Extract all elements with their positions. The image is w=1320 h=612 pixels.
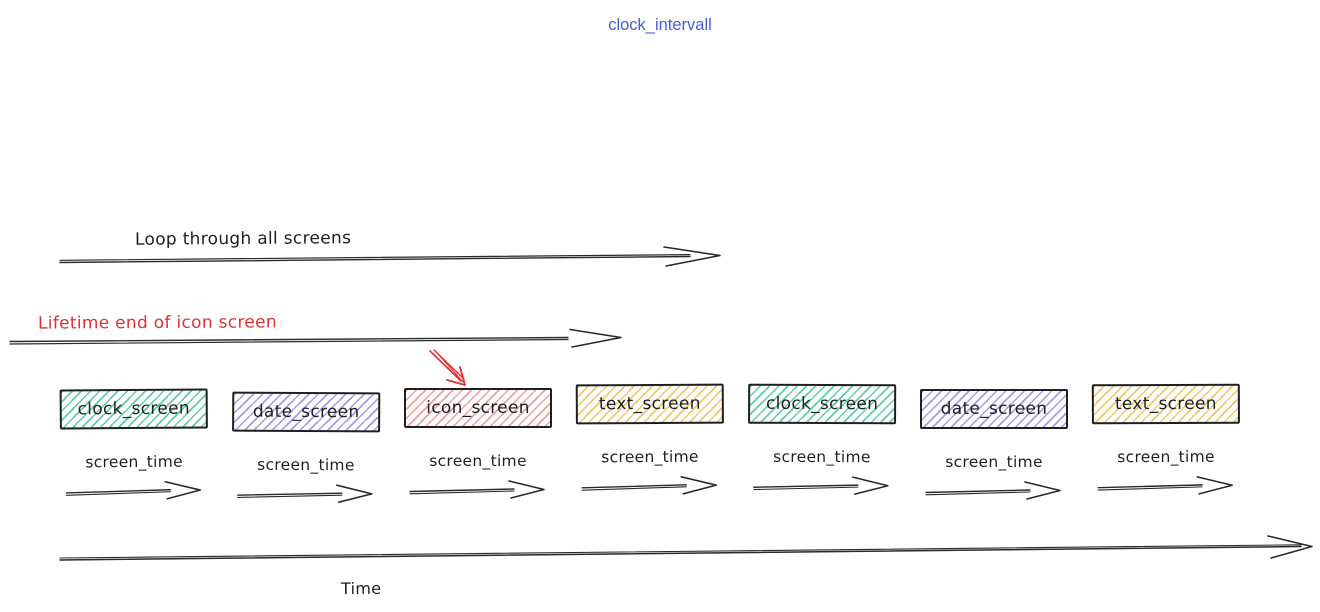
- screen-box: text_screen: [575, 383, 724, 425]
- screen-box-label: clock_screen: [77, 398, 190, 420]
- screens-row: clock_screen screen_time date_screen scr…: [59, 349, 1240, 503]
- screen-time-arrow: [65, 480, 202, 500]
- screen-column: text_screen screen_time: [575, 383, 725, 497]
- diagram-title[interactable]: clock_intervall: [608, 16, 712, 34]
- screen-column: date_screen screen_time: [232, 391, 381, 505]
- screen-time-label: screen_time: [85, 452, 183, 472]
- screen-time-arrow: [409, 480, 545, 499]
- screen-time-label: screen_time: [945, 453, 1043, 471]
- lifetime-arrow: [9, 328, 622, 348]
- screen-box: clock_screen: [748, 383, 897, 425]
- loop-arrow: [59, 246, 721, 267]
- screen-time-arrow: [925, 481, 1061, 500]
- time-axis-arrow: [59, 535, 1313, 561]
- time-axis-label: Time: [340, 578, 382, 599]
- screen-time-arrow: [1097, 476, 1233, 495]
- lifetime-end-pointer-arrow: [429, 349, 466, 386]
- screen-box-label: text_screen: [1114, 393, 1217, 415]
- screen-time-label: screen_time: [257, 455, 355, 475]
- screen-time-label: screen_time: [773, 447, 871, 467]
- screen-time-arrow: [753, 476, 889, 495]
- screen-box: date_screen: [232, 391, 381, 433]
- screen-box-label: icon_screen: [426, 398, 530, 418]
- screen-box: date_screen: [920, 389, 1068, 429]
- screen-time-label: screen_time: [1117, 447, 1215, 467]
- screen-box: icon_screen: [404, 388, 552, 428]
- screen-box: clock_screen: [59, 388, 208, 430]
- screen-time-arrow: [237, 484, 373, 503]
- screen-box-label: text_screen: [598, 393, 701, 415]
- screen-column: text_screen screen_time: [1091, 383, 1240, 497]
- screen-time-label: screen_time: [601, 447, 699, 467]
- screen-box-label: date_screen: [252, 401, 360, 423]
- screen-column: clock_screen screen_time: [59, 388, 209, 501]
- screen-column: clock_screen screen_time: [748, 383, 897, 497]
- screen-column: date_screen screen_time: [920, 389, 1068, 501]
- screen-box-label: clock_screen: [765, 393, 879, 415]
- screen-box: text_screen: [1091, 383, 1240, 425]
- screen-box-label: date_screen: [940, 399, 1048, 419]
- screen-column: icon_screen screen_time: [404, 349, 552, 500]
- screen-time-arrow: [581, 476, 718, 495]
- screen-time-label: screen_time: [429, 452, 527, 470]
